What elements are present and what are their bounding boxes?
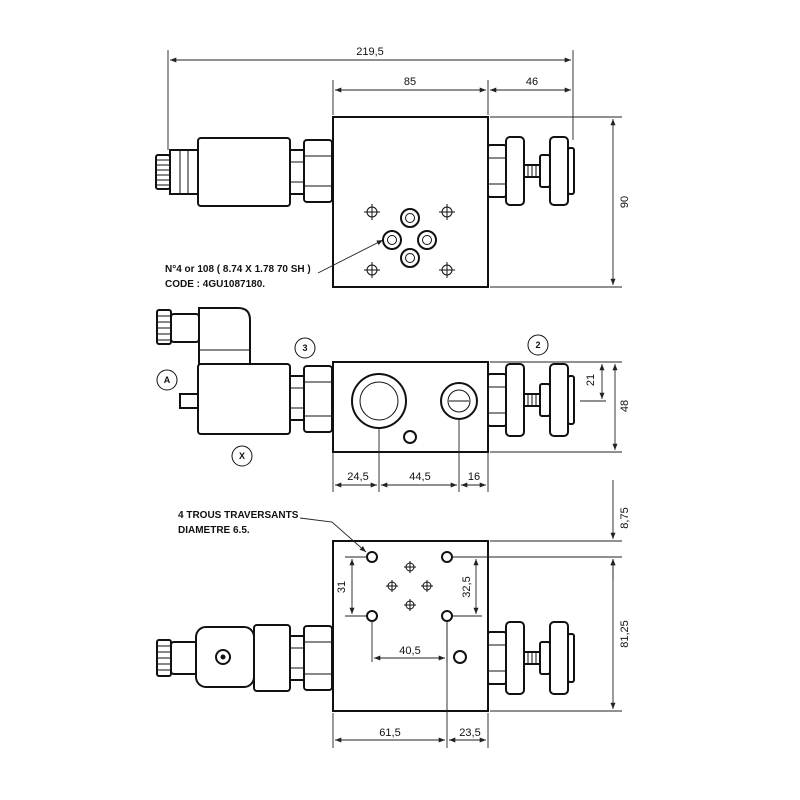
dim-44-5-label: 44,5 bbox=[409, 471, 430, 483]
svg-text:A: A bbox=[164, 375, 171, 385]
o-ring-note-line2: CODE : 4GU1087180. bbox=[165, 279, 265, 290]
dim-32-5-label: 32,5 bbox=[461, 576, 473, 597]
valve-body-top bbox=[332, 116, 489, 288]
pin-hole-bottom bbox=[453, 650, 467, 664]
port-label-x: X bbox=[231, 445, 253, 467]
connector-nut bbox=[155, 149, 199, 195]
through-holes-note-line2: DIAMETRE 6.5. bbox=[178, 525, 250, 536]
top-view: 219,5 85 46 90 bbox=[155, 46, 631, 290]
connector-bottom bbox=[156, 626, 255, 688]
side-view: 3 2 A X 21 48 bbox=[156, 307, 631, 492]
solenoid-coil bbox=[197, 137, 291, 207]
svg-text:2: 2 bbox=[535, 340, 540, 350]
dim-8-75-label: 8,75 bbox=[619, 507, 631, 528]
manual-override-top bbox=[487, 136, 575, 206]
manual-override-side bbox=[487, 363, 575, 437]
through-holes-note: 4 TROUS TRAVERSANTS DIAMETRE 6.5. bbox=[178, 510, 367, 553]
solenoid-coil-bottom bbox=[253, 624, 291, 692]
dim-bottom-inner: 31 32,5 40,5 bbox=[336, 556, 482, 662]
dim-21-label: 21 bbox=[585, 374, 597, 386]
tube-nut-side bbox=[289, 365, 333, 433]
valve-body-side bbox=[332, 361, 489, 453]
dim-85-label: 85 bbox=[404, 76, 416, 88]
dim-90-label: 90 bbox=[619, 196, 631, 208]
dim-40-5-label: 40,5 bbox=[399, 645, 420, 657]
dim-81-25-label: 81,25 bbox=[619, 620, 631, 648]
port-small bbox=[440, 382, 478, 420]
dim-side-horizontal: 24,5 44,5 16 bbox=[332, 420, 489, 492]
port-label-3: 3 bbox=[294, 337, 316, 359]
dim-219-5-label: 219,5 bbox=[356, 46, 384, 58]
dim-48-label: 48 bbox=[619, 400, 631, 412]
dim-46-label: 46 bbox=[526, 76, 538, 88]
svg-text:3: 3 bbox=[302, 343, 307, 353]
svg-text:X: X bbox=[239, 451, 245, 461]
dim-side-height: 21 48 bbox=[490, 361, 631, 453]
dim-overall-length: 219,5 bbox=[167, 46, 574, 150]
dim-31-label: 31 bbox=[336, 581, 348, 593]
o-ring-note-line1: N°4 or 108 ( 8.74 X 1.78 70 SH ) bbox=[165, 264, 311, 275]
dim-body-handle: 85 46 bbox=[332, 76, 571, 115]
tube-nut-bottom bbox=[289, 625, 333, 691]
tube-nut bbox=[289, 139, 333, 203]
manual-override-bottom bbox=[487, 621, 575, 695]
port-pattern-top bbox=[364, 204, 455, 278]
pin-hole-side bbox=[403, 430, 417, 444]
o-ring-note: N°4 or 108 ( 8.74 X 1.78 70 SH ) CODE : … bbox=[165, 239, 384, 290]
solenoid-coil-side bbox=[197, 363, 291, 435]
through-holes-note-line1: 4 TROUS TRAVERSANTS bbox=[178, 510, 299, 521]
bottom-view: 31 32,5 40,5 8,75 81,25 bbox=[156, 480, 631, 748]
port-label-2: 2 bbox=[527, 334, 549, 356]
dim-23-5-label: 23,5 bbox=[459, 727, 480, 739]
dim-bottom-horizontal: 61,5 23,5 bbox=[332, 621, 489, 748]
port-label-a: A bbox=[156, 369, 178, 391]
dim-16-label: 16 bbox=[468, 471, 480, 483]
valve-body-bottom bbox=[332, 540, 489, 712]
port-pattern-bottom bbox=[386, 561, 433, 611]
dim-height: 90 bbox=[490, 116, 631, 288]
dim-61-5-label: 61,5 bbox=[379, 727, 400, 739]
dim-bottom-right: 8,75 81,25 bbox=[452, 480, 631, 712]
dim-24-5-label: 24,5 bbox=[347, 471, 368, 483]
coil-stud bbox=[179, 393, 199, 409]
